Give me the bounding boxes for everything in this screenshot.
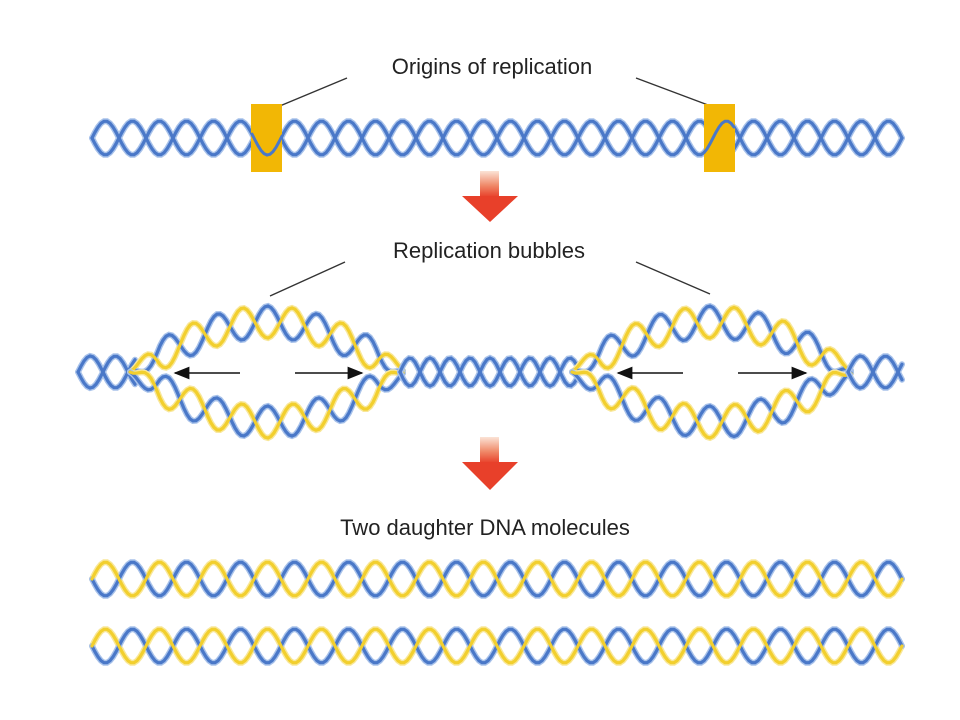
bubbles-label: Replication bubbles — [393, 238, 585, 263]
dna-strand — [570, 305, 853, 374]
dna-strand — [570, 370, 853, 439]
replication-bubble-helices — [75, 302, 905, 442]
origin-leader-line-right — [635, 77, 717, 109]
dna-strand — [76, 354, 137, 390]
dna-strand — [250, 132, 284, 157]
bubble-leader-line-right — [635, 261, 711, 295]
dna-strand — [128, 370, 405, 440]
dna-strand — [398, 356, 579, 388]
dna-strand — [570, 370, 853, 440]
dna-strand — [702, 119, 736, 155]
replication-bubbles-section: Replication bubbles — [75, 238, 905, 442]
origin-marker-right — [704, 104, 735, 172]
dna-strand — [398, 356, 579, 388]
bubble-leader-line-left — [269, 261, 346, 297]
dna-strand — [90, 119, 904, 157]
origins-label: Origins of replication — [392, 54, 593, 79]
daughter-molecules-section: Two daughter DNA molecules — [89, 515, 905, 666]
parental-dna-helix — [89, 118, 905, 158]
dna-strand — [90, 627, 904, 665]
origin-marker-left — [251, 104, 282, 172]
daughter-dna-molecule-2 — [89, 626, 905, 666]
dna-strand — [846, 354, 904, 390]
parental-dna-section: Origins of replication — [89, 54, 905, 172]
down-arrow-icon — [462, 437, 518, 490]
daughters-label: Two daughter DNA molecules — [340, 515, 630, 540]
dna-strand — [128, 304, 405, 374]
dna-strand — [76, 354, 137, 390]
parental-dna-helix-front — [250, 119, 736, 157]
daughter-dna-molecule-1 — [89, 559, 905, 599]
origin-leader-line-left — [274, 77, 348, 109]
down-arrow-icon — [462, 171, 518, 222]
dna-strand — [128, 306, 405, 374]
dna-strand — [846, 354, 904, 390]
dna-strand — [90, 560, 904, 598]
dna-strand — [570, 304, 853, 374]
dna-strand — [128, 370, 405, 438]
